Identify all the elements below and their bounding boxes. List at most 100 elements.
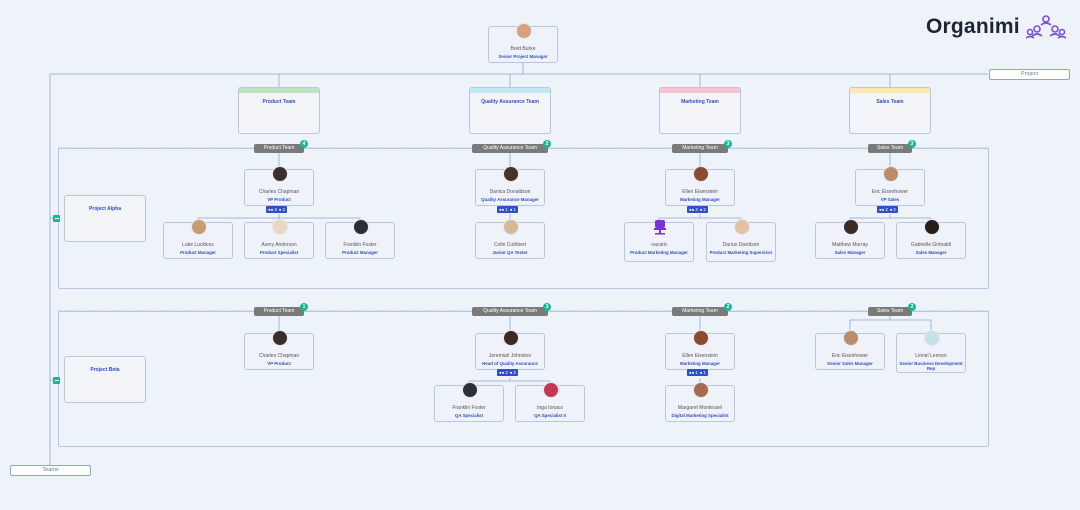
teams-tag[interactable]: Teams [10, 465, 91, 476]
person-card[interactable]: Ellen Eisenstein Marketing Manager [665, 166, 735, 206]
person-title: Product Manager [180, 250, 216, 255]
group-pill-qa[interactable]: Quality Assurance Team [472, 144, 548, 153]
person-title: Junior QA Tester [492, 250, 528, 255]
team-box-qa[interactable]: Quality Assurance Team [469, 87, 551, 134]
group-count: 2 [543, 140, 551, 148]
avatar [924, 330, 940, 346]
group-count: 1 [300, 303, 308, 311]
team-box-marketing[interactable]: Marketing Team [659, 87, 741, 134]
person-card[interactable]: Ellen Eisenstein Marketing Manager [665, 330, 735, 370]
person-title: Quality Assurance Manager [481, 197, 539, 202]
person-title: VP Product [267, 361, 291, 366]
person-icon: ● [509, 207, 513, 212]
avatar [734, 219, 750, 235]
group-icon: ●● [499, 370, 505, 375]
person-card[interactable]: Charles Chapman VP Product [244, 166, 314, 206]
person-name: Colin Cuthbert [494, 242, 526, 248]
root-card[interactable]: Brett Burke Senior Project Manager [488, 23, 558, 63]
person-card[interactable]: Gabrielle Grimaldi Sales Manager [896, 219, 966, 259]
person-card[interactable]: Luke Luckless Product Manager [163, 219, 233, 259]
person-card[interactable]: Matthew Murray Sales Manager [815, 219, 885, 259]
group-pill-marketing[interactable]: Marketing Team [672, 144, 728, 153]
person-card[interactable]: Inga Ionacs QA Specialist II [515, 382, 585, 422]
team-color-bar [470, 88, 550, 93]
person-name: Franklin Foster [452, 405, 486, 411]
team-color-bar [850, 88, 930, 93]
person-card[interactable]: Eric Eisenhower Senior Sales Manager [815, 330, 885, 370]
group-icon: ●● [689, 370, 695, 375]
group-pill-sales[interactable]: Sales Team [868, 144, 912, 153]
team-box-product[interactable]: Product Team [238, 87, 320, 134]
reports-badge[interactable]: ●●2 ●2 [877, 206, 898, 213]
avatar [543, 382, 559, 398]
group-count: 3 [908, 140, 916, 148]
project-tag[interactable]: Project [989, 69, 1070, 80]
person-icon: ● [699, 370, 703, 375]
organimi-logo-icon [1025, 15, 1066, 39]
reports-badge[interactable]: ●●3 ●3 [266, 206, 287, 213]
team-color-bar [239, 88, 319, 93]
avatar [924, 219, 940, 235]
person-card[interactable]: Franklin Foster Product Manager [325, 219, 395, 259]
reports-badge[interactable]: ●●2 ●2 [687, 206, 708, 213]
person-card[interactable]: Franklin Foster QA Specialist [434, 382, 504, 422]
group-pill-product[interactable]: Product Team [254, 144, 304, 153]
person-card[interactable]: Avery Anderson Product Specialist [244, 219, 314, 259]
person-name: Charles Chapman [258, 189, 300, 195]
avatar [353, 219, 369, 235]
person-name: Inga Ionacs [537, 405, 563, 411]
avatar [693, 166, 709, 182]
person-card[interactable]: Lionel Lennon Senior Business Developmen… [896, 330, 966, 373]
group-count: 4 [300, 140, 308, 148]
team-box-sales[interactable]: Sales Team [849, 87, 931, 134]
person-card[interactable]: Danica Donaldson Quality Assurance Manag… [475, 166, 545, 206]
person-name: Eric Eisenhower [831, 353, 869, 359]
group-count: 2 [724, 303, 732, 311]
person-card[interactable]: Eric Eisenhower VP Sales [855, 166, 925, 206]
person-title: Sales Manager [834, 250, 866, 255]
project-alpha-box[interactable]: Project Alpha [64, 195, 146, 242]
person-name: -vacant- [649, 242, 669, 248]
person-title: Product Manager [342, 250, 378, 255]
reports-badge[interactable]: ●●1 ●1 [687, 369, 708, 376]
avatar [191, 219, 207, 235]
person-title: Senior Sales Manager [827, 361, 873, 366]
person-name: Charles Chapman [258, 353, 300, 359]
person-title: Marketing Manager [679, 361, 720, 366]
person-name: Margaret Montessel [677, 405, 723, 411]
person-card[interactable]: Charles Chapman VP Product [244, 330, 314, 370]
person-card[interactable]: Colin Cuthbert Junior QA Tester [475, 219, 545, 259]
team-label: Product Team [262, 99, 296, 105]
collapse-toggle-alpha[interactable] [53, 215, 60, 222]
person-card[interactable]: Margaret Montessel Digital Marketing Spe… [665, 382, 735, 422]
group-pill-marketing[interactable]: Marketing Team [672, 307, 728, 316]
avatar [693, 382, 709, 398]
group-icon: ●● [879, 207, 885, 212]
avatar [503, 330, 519, 346]
avatar [516, 23, 532, 39]
project-beta-box[interactable]: Project Beta [64, 356, 146, 403]
collapse-toggle-beta[interactable] [53, 377, 60, 384]
avatar [883, 166, 899, 182]
group-pill-qa[interactable]: Quality Assurance Team [472, 307, 548, 316]
avatar [272, 219, 288, 235]
reports-badge[interactable]: ●●2 ●2 [497, 369, 518, 376]
person-title: Digital Marketing Specialist [671, 413, 729, 418]
person-name: Danica Donaldson [489, 189, 531, 195]
group-pill-sales[interactable]: Sales Team [868, 307, 912, 316]
person-card-vacant[interactable]: -vacant- Product Marketing Manager [624, 220, 694, 262]
group-pill-product[interactable]: Product Team [254, 307, 304, 316]
person-card[interactable]: Jeremiah Johnston Head of Quality Assura… [475, 330, 545, 370]
avatar [843, 219, 859, 235]
person-icon: ● [509, 370, 513, 375]
avatar [462, 382, 478, 398]
person-name: Matthew Murray [832, 242, 868, 248]
reports-badge[interactable]: ●●1 ●1 [497, 206, 518, 213]
person-name: Ellen Eisenstein [682, 189, 718, 195]
avatar [843, 330, 859, 346]
person-card[interactable]: Darius Davidson Product Marketing Superv… [706, 219, 776, 262]
person-title: QA Specialist [454, 413, 484, 418]
person-icon: ● [889, 207, 893, 212]
person-name: Franklin Foster [343, 242, 377, 248]
team-label: Marketing Team [681, 99, 719, 105]
